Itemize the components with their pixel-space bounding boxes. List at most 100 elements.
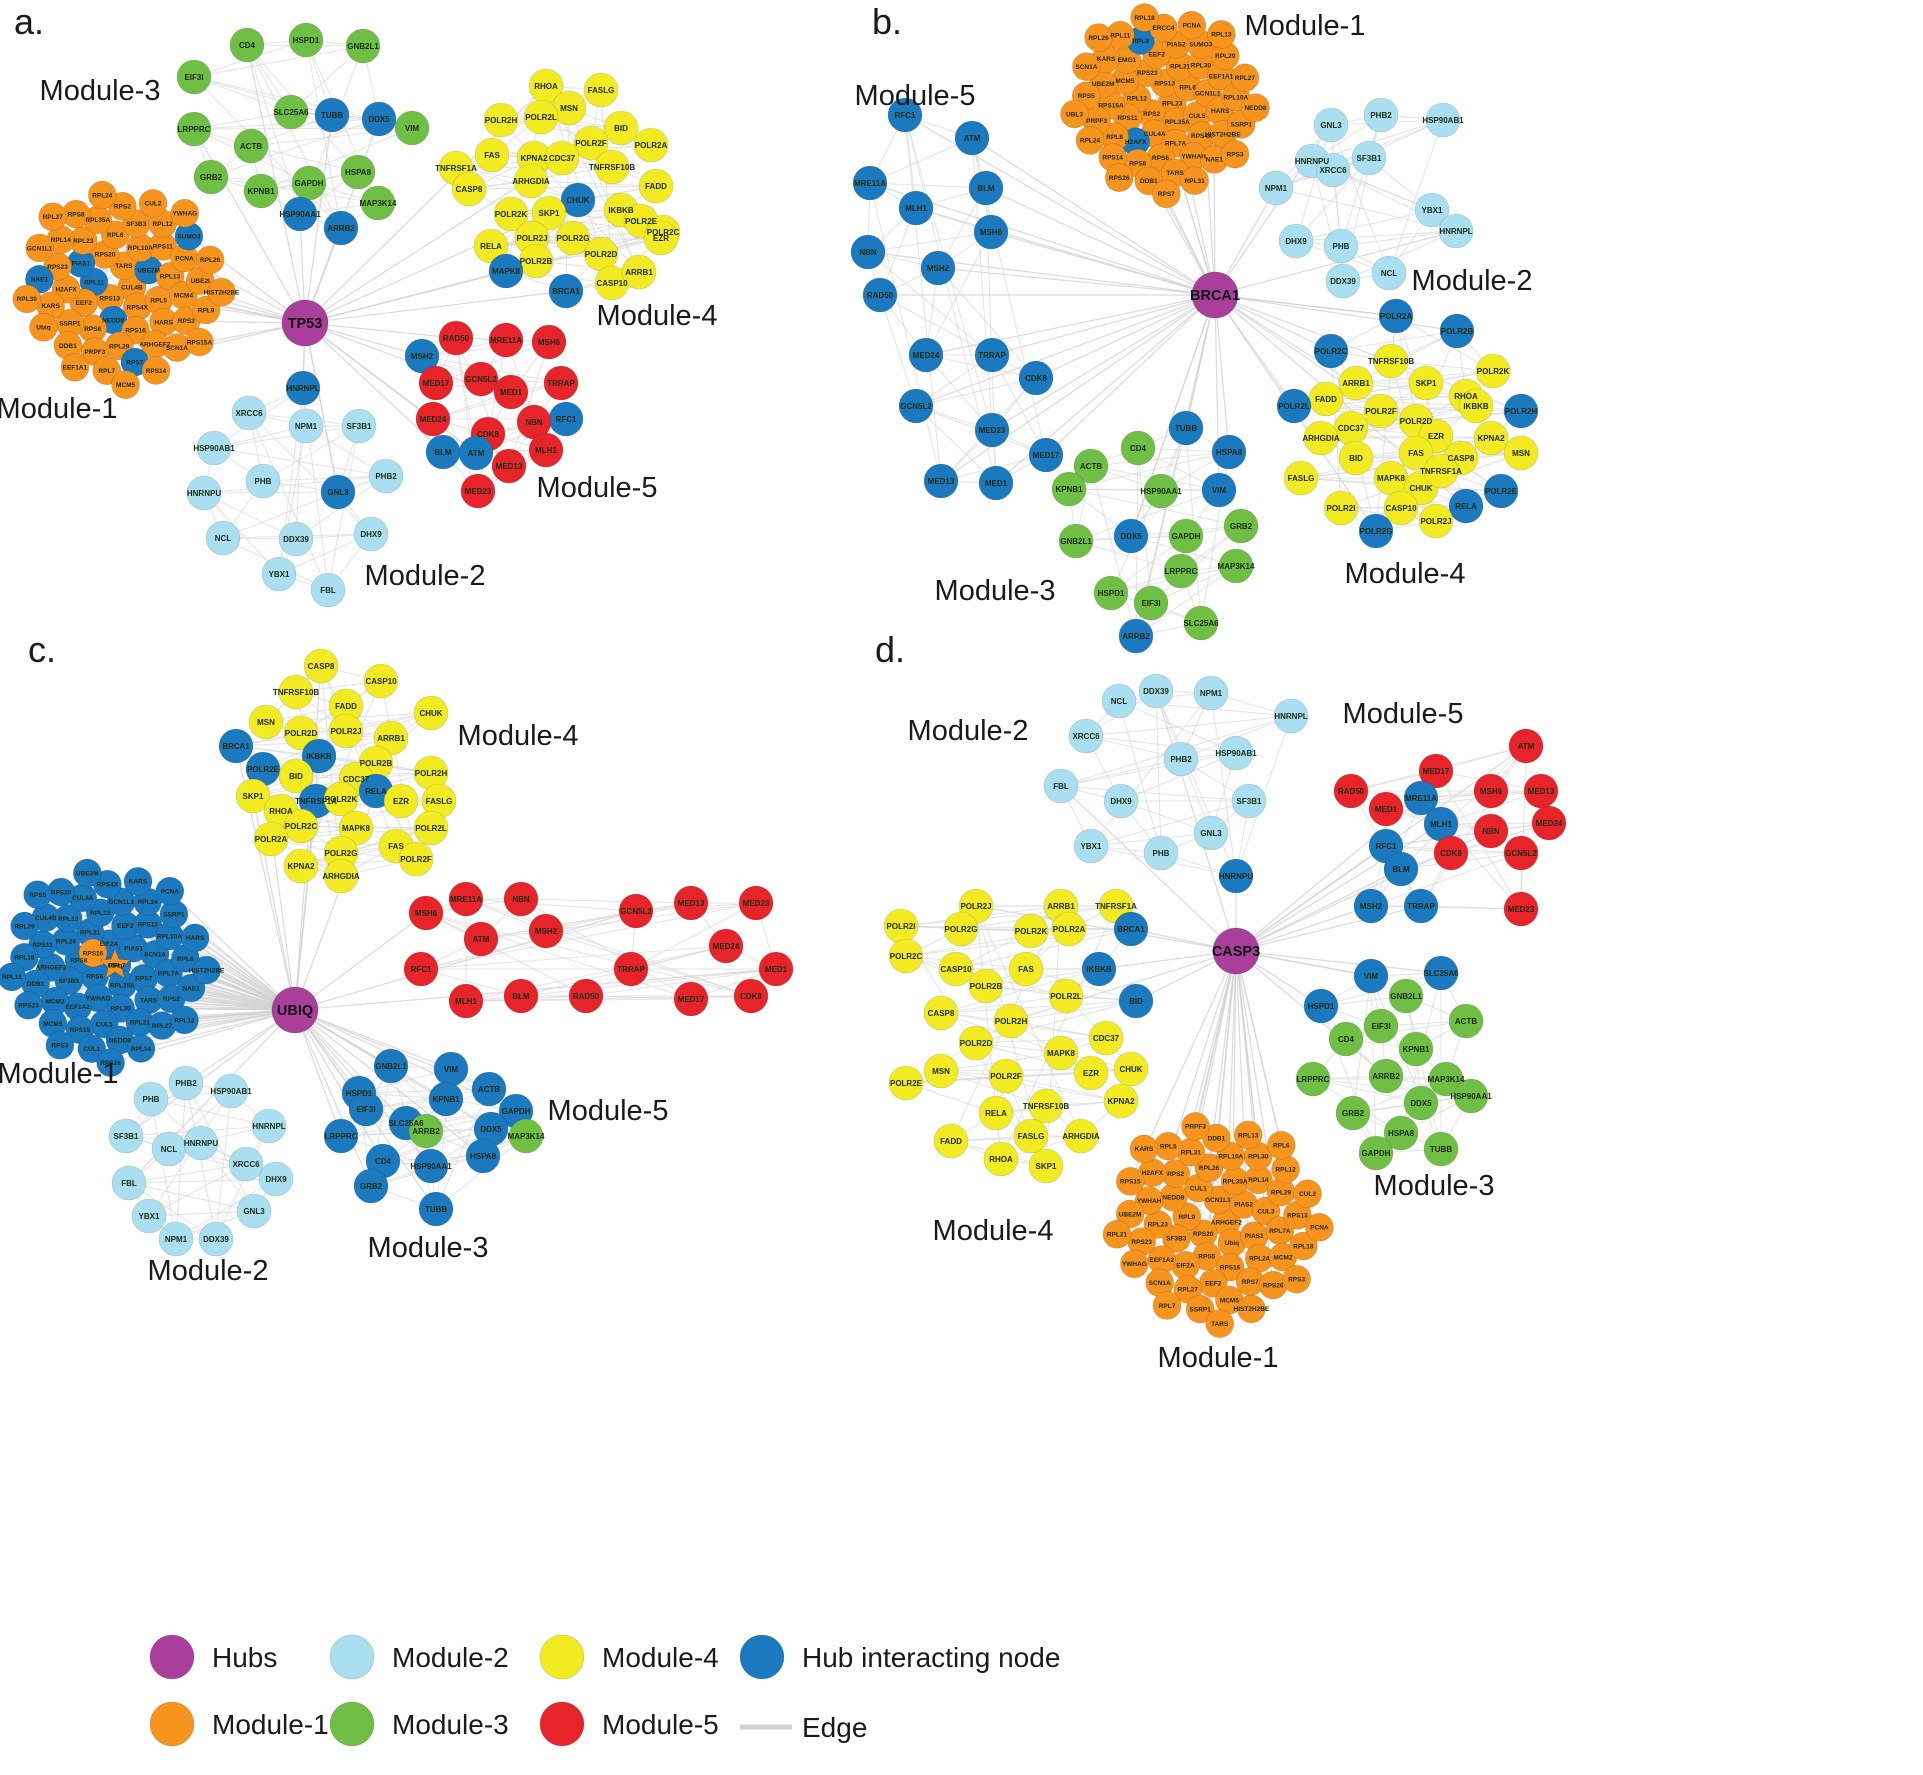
edge: [991, 294, 1216, 431]
node-label: NCL: [215, 534, 232, 543]
node-label: FBL: [121, 1179, 137, 1188]
node-label: CUL3: [1258, 1208, 1275, 1215]
node-label: EIF3I: [1371, 1022, 1390, 1031]
node-label: SF3B1: [347, 422, 372, 431]
node-label: ACTB: [478, 1085, 500, 1094]
node-label: MLH1: [535, 446, 557, 455]
node-label: HSP90AB1: [1215, 749, 1257, 758]
node-label: RPL26: [200, 257, 221, 264]
edge: [1010, 950, 1237, 1022]
node-label: RPL29: [109, 343, 130, 350]
node-KARS: [123, 867, 153, 896]
edge: [1235, 868, 1402, 952]
edge: [246, 44, 342, 229]
node-label: RFC1: [556, 415, 577, 424]
node-label: FASLG: [426, 797, 453, 806]
node-label: CHUK: [566, 196, 589, 205]
edge: [879, 294, 917, 407]
node-label: NAE1: [1206, 157, 1224, 164]
edge: [975, 905, 1237, 952]
node-label: POLR2D: [285, 729, 318, 738]
node-XRCC6: [228, 1146, 264, 1182]
node-label: DHX9: [360, 530, 382, 539]
node-VIM: [1201, 472, 1237, 508]
node-MED17: [1028, 437, 1064, 473]
node-label: HSPA8: [1388, 1129, 1415, 1138]
node-label: HSP90AA1: [1450, 1092, 1492, 1101]
node-label: POLR2A: [1053, 925, 1086, 934]
node-RPS23: [14, 990, 43, 1020]
edge: [1295, 124, 1332, 242]
node-label: TNFRSF1A: [1420, 467, 1462, 476]
node-label: EEF1A2: [1150, 1257, 1175, 1264]
edge: [304, 290, 567, 324]
edge: [1000, 905, 1117, 1160]
node-FADD: [933, 1123, 969, 1159]
node-SKP1: [531, 195, 567, 231]
node-MAPK8: [488, 253, 524, 289]
node-label: HSPD1: [293, 36, 320, 45]
legend-label-module-4: Module-4: [602, 1642, 719, 1673]
node-label: GNB2L1: [375, 1062, 407, 1071]
edge: [1090, 465, 1137, 637]
node-BID: [278, 758, 314, 794]
node-MCM5: [111, 370, 140, 400]
node-label: RPS2: [1167, 1171, 1184, 1178]
node-label: POLR2I: [887, 922, 916, 931]
node-label: MSH6: [1480, 787, 1503, 796]
node-label: CD4: [1130, 444, 1147, 453]
edge: [1390, 360, 1494, 372]
node-label: NPM1: [295, 422, 318, 431]
edge: [1214, 294, 1397, 317]
node-label: RPL35A: [85, 217, 110, 224]
node-label: HNRNPU: [187, 489, 221, 498]
edge: [480, 902, 692, 940]
node-label: UBE2M: [76, 870, 99, 877]
node-label: POLR2D: [585, 250, 618, 259]
node-POLR2K: [1013, 913, 1049, 949]
node-label: NEDD8: [1162, 1195, 1184, 1202]
node-TUBB: [1168, 410, 1204, 446]
node-RPL30: [12, 284, 42, 314]
node-MSH6: [408, 895, 444, 931]
node-RFC1: [887, 97, 923, 133]
node-ATM: [458, 435, 494, 471]
node-HSP90AA1: [413, 1148, 449, 1184]
node-label: HIST2H2BE: [1205, 132, 1241, 139]
node-label: TRRAP: [547, 379, 575, 388]
node-label: PCNA: [161, 888, 180, 895]
node-label: KARS: [129, 879, 148, 886]
node-POLR2C: [888, 938, 924, 974]
node-label: HIST2H2BE: [204, 289, 240, 296]
node-label: POLR2I: [1327, 504, 1356, 513]
node-label: TARS: [1166, 170, 1184, 177]
edge: [294, 1009, 372, 1187]
node-label: RELA: [480, 242, 502, 251]
node-KARS: [1129, 1134, 1159, 1164]
node-label: CD4: [239, 41, 256, 50]
node-label: NEDD8: [1244, 105, 1266, 112]
node-label: POLR2C: [890, 952, 923, 961]
node-label: PHB2: [375, 472, 397, 481]
node-label: RPS7: [135, 976, 152, 983]
node-FASLG: [583, 72, 619, 108]
node-NBN: [503, 881, 539, 917]
node-label: POLR2G: [945, 925, 978, 934]
node-label: NBN: [512, 895, 530, 904]
node-LRPPRC: [1295, 1061, 1331, 1097]
node-label: RPL6: [107, 232, 124, 239]
node-MSN: [248, 704, 284, 740]
node-Ubiq: [29, 312, 58, 342]
edge: [1342, 230, 1457, 282]
node-label: TARS: [140, 997, 158, 1004]
node-label: TUBB: [425, 1205, 447, 1214]
edge: [1155, 690, 1237, 952]
node-label: MSN: [1512, 449, 1530, 458]
edge: [1060, 752, 1237, 787]
node-GAPDH: [1358, 1135, 1394, 1171]
edge: [435, 1088, 490, 1210]
node-GRB2: [193, 159, 229, 195]
node-label: CUL5: [1189, 113, 1206, 120]
node-label: RPL35A: [1165, 119, 1190, 126]
node-label: CD4: [375, 1157, 392, 1166]
